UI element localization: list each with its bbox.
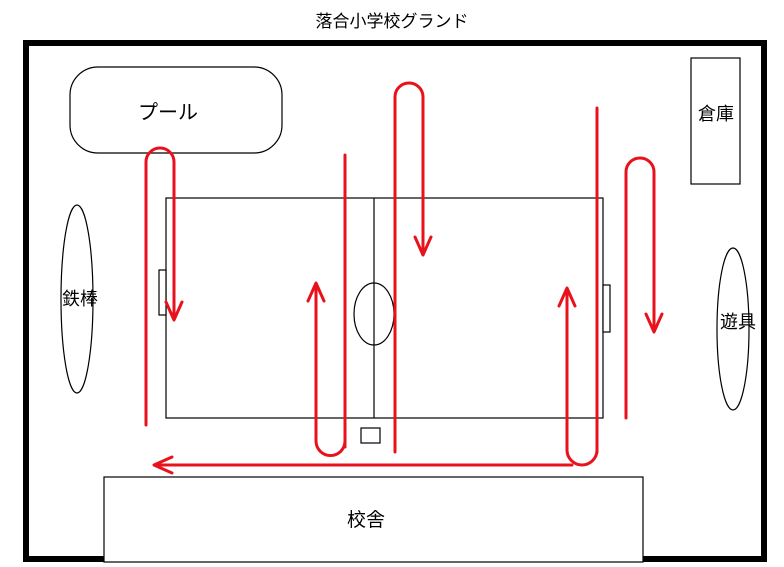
route-center-down-arrow-head — [413, 235, 433, 257]
iron-bars-area — [60, 204, 94, 394]
route-left-loop — [144, 146, 176, 427]
playground-equipment-label: 遊具 — [720, 312, 756, 333]
route-far-right-loop — [624, 156, 656, 420]
route-left-arrow-head — [164, 300, 184, 322]
route-far-right-arrow-head — [644, 312, 664, 334]
route-right-up-arrow-head — [557, 286, 577, 308]
left-goal — [158, 269, 167, 316]
playground-equipment-area — [716, 247, 750, 411]
route-center-loop — [393, 81, 425, 454]
route-bottom-arrow-head — [152, 455, 174, 475]
school-building-label: 校舎 — [347, 509, 385, 531]
small-box — [360, 427, 381, 444]
pool-label: プール — [138, 100, 198, 124]
route-right-bottom-bend — [565, 448, 599, 467]
route-center-left-up-arrow-head — [306, 281, 326, 303]
pool-area — [69, 66, 283, 154]
soccer-field — [165, 197, 604, 419]
route-lines — [144, 81, 664, 475]
map-title: 落合小学校グランド — [316, 12, 469, 32]
route-center-left-bottom-bend — [314, 439, 347, 457]
storage-building — [690, 57, 741, 185]
storage-label: 倉庫 — [698, 104, 734, 125]
right-goal — [602, 284, 611, 333]
school-building — [103, 476, 644, 563]
iron-bars-label: 鉄棒 — [62, 289, 98, 310]
